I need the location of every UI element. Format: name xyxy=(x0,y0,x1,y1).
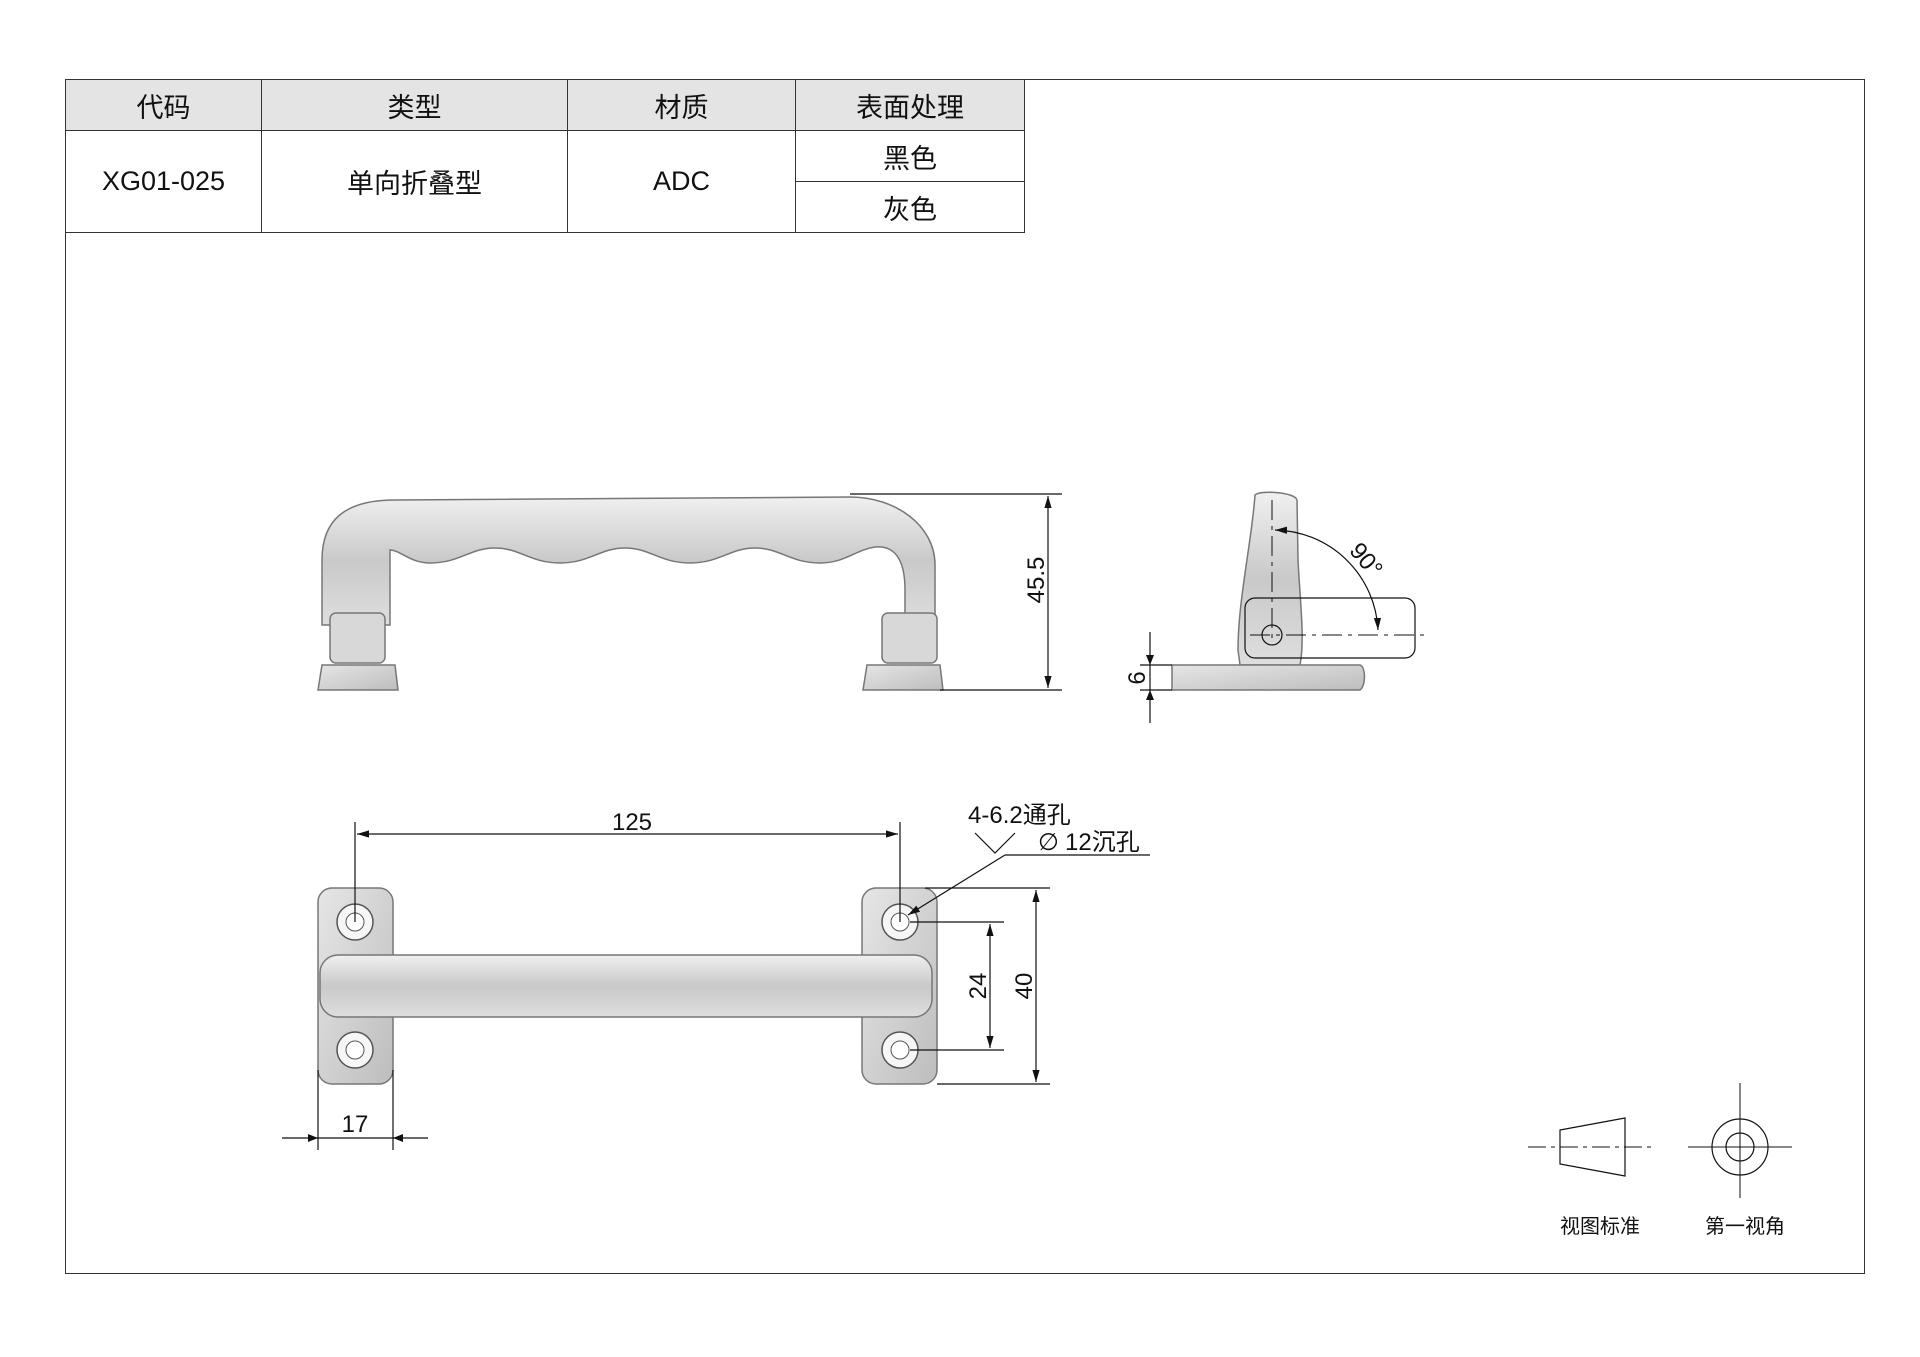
side-handle xyxy=(1237,491,1303,666)
thickness-arrows xyxy=(1146,655,1154,700)
projection-circle-inner-icon xyxy=(1725,1132,1755,1162)
dim-24-label: 24 xyxy=(965,973,992,1000)
finish-black: 黑色 xyxy=(795,130,1025,182)
dim-17-label: 17 xyxy=(342,1111,369,1138)
header-finish: 表面处理 xyxy=(795,79,1025,131)
hole-bottom-left-inner xyxy=(345,1040,365,1060)
hole-bottom-right-inner xyxy=(890,1040,910,1060)
callout-line2: 12沉孔 xyxy=(1065,829,1140,856)
handle-front-body xyxy=(321,496,936,626)
dim-40-label: 40 xyxy=(1011,973,1038,1000)
hinge-right xyxy=(881,612,938,664)
foot-left xyxy=(317,664,399,691)
dim-125-label: 125 xyxy=(612,809,652,836)
callout-line1: 4-6.2通孔 xyxy=(968,802,1071,829)
top-view: 125 4-6.2通孔 ∅ 12沉孔 24 40 17 xyxy=(282,802,1150,1150)
part-code: XG01-025 xyxy=(65,130,262,233)
projection-cone-icon xyxy=(1559,1117,1626,1177)
projection-symbol: 视图标准 第一视角 xyxy=(1528,1083,1792,1238)
side-view: 90° 6 xyxy=(1124,491,1430,723)
dim-thickness-label: 6 xyxy=(1124,671,1151,684)
part-material: ADC xyxy=(567,130,796,233)
spec-table: 代码 类型 材质 表面处理 XG01-025 单向折叠型 ADC 黑色 灰色 xyxy=(65,79,1025,233)
side-base-plate xyxy=(1171,664,1366,691)
finish-gray: 灰色 xyxy=(795,181,1025,233)
dim-height-label: 45.5 xyxy=(1023,557,1050,604)
header-material: 材质 xyxy=(567,79,796,131)
projection-circle-outer-icon xyxy=(1711,1118,1769,1176)
header-type: 类型 xyxy=(261,79,568,131)
angle-label: 90° xyxy=(1344,538,1388,583)
hinge-left xyxy=(329,612,386,664)
projection-standard-label: 视图标准 xyxy=(1560,1214,1640,1238)
diameter-symbol: ∅ xyxy=(1038,829,1059,856)
handle-grip-bar xyxy=(319,954,933,1018)
callout-leader xyxy=(907,854,1006,916)
foot-right xyxy=(862,664,944,691)
angle-arc xyxy=(1274,526,1382,631)
countersink-symbol xyxy=(974,832,1016,854)
projection-angle-label: 第一视角 xyxy=(1705,1214,1785,1238)
front-view: 45.5 xyxy=(317,493,1062,691)
